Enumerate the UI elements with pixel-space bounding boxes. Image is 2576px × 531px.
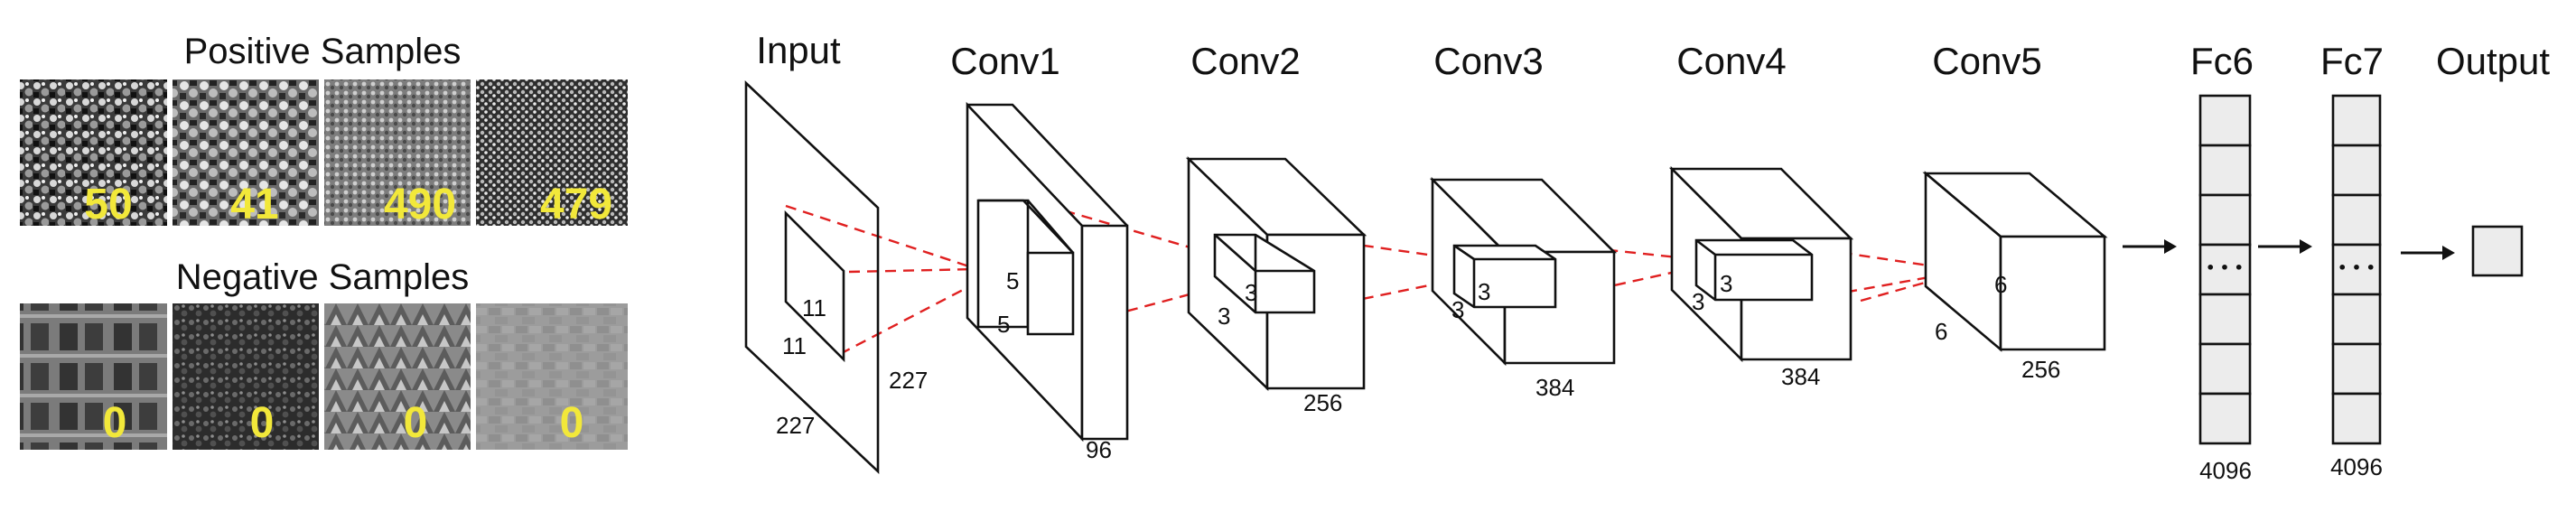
- conv3-kernel: [1452, 244, 1557, 309]
- arrow-fc7-output: [2401, 246, 2455, 260]
- conv3-kernel-label: 3: [1478, 278, 1490, 305]
- layer-conv2: Conv2 3 3 256: [1185, 40, 1367, 416]
- conv2-kernel-label: 3: [1245, 279, 1257, 306]
- conv2-depth-label: 256: [1303, 389, 1342, 416]
- arrow-conv5-fc6: [2123, 239, 2177, 254]
- conv1-back-face: [1080, 224, 1129, 441]
- positive-sample-images: [20, 79, 628, 226]
- layer-conv1: Conv1 5 5 96: [950, 40, 1129, 463]
- negative-count-2: 0: [250, 399, 275, 447]
- negative-sample-image-3: [324, 303, 471, 450]
- input-title: Input: [756, 29, 841, 71]
- input-kernel: [784, 210, 845, 363]
- input-width-label: 227: [889, 367, 928, 394]
- conv1-title: Conv1: [950, 40, 1059, 82]
- input-kernel-label: 11: [802, 294, 826, 321]
- layer-output: Output: [2436, 40, 2550, 277]
- conv1-kernel-side-label: 5: [997, 311, 1010, 338]
- conv4-kernel: [1694, 238, 1814, 302]
- input-kernel-side-label: 11: [782, 332, 807, 359]
- positive-sample-image-3: [324, 79, 471, 226]
- negative-sample-image-1: [20, 303, 167, 450]
- conv3-kernel-side-label: 3: [1451, 296, 1464, 323]
- layer-fc7: Fc7 • • • 4096: [2320, 40, 2384, 480]
- negative-sample-image-4: [476, 303, 628, 450]
- conv4-kernel-side-label: 3: [1692, 288, 1704, 315]
- fc7-column: [2331, 94, 2382, 445]
- conv1-kernel-front: [976, 199, 1030, 329]
- layer-fc6: Fc6 • • • 4096: [2190, 40, 2254, 484]
- input-plane: [744, 79, 880, 475]
- positive-sample-image-4: [476, 79, 628, 226]
- negative-sample-image-2: [173, 303, 319, 450]
- negative-samples-title: Negative Samples: [176, 257, 470, 297]
- positive-count-1: 50: [84, 181, 132, 228]
- fc7-units-label: 4096: [2330, 453, 2383, 480]
- conv4-kernel-label: 3: [1720, 270, 1732, 297]
- negative-counts: 0 0 0 0: [103, 399, 584, 447]
- arrow-fc6-fc7: [2258, 239, 2312, 254]
- conv5-size-side-label: 6: [1935, 318, 1947, 345]
- fc7-title: Fc7: [2320, 40, 2384, 82]
- positive-count-4: 479: [540, 181, 612, 228]
- conv4-depth-label: 384: [1781, 363, 1820, 390]
- conv1-depth-label: 96: [1086, 436, 1112, 463]
- layer-conv3: Conv3 3 3 384: [1429, 40, 1618, 401]
- conv1-kernel-side: [1026, 251, 1075, 336]
- input-height-label: 227: [776, 412, 815, 439]
- negative-sample-images: [20, 303, 628, 450]
- fc6-ellipsis: • • •: [2206, 259, 2244, 276]
- layer-input: Input 11 11 227 227: [744, 29, 928, 475]
- fc6-column: [2198, 94, 2252, 445]
- output-title: Output: [2436, 40, 2550, 82]
- layer-conv4: Conv4 3 3 384: [1668, 40, 1854, 390]
- conv3-title: Conv3: [1433, 40, 1543, 82]
- fc6-units-label: 4096: [2199, 457, 2252, 484]
- fc6-title: Fc6: [2190, 40, 2254, 82]
- positive-sample-image-1: [20, 79, 167, 226]
- conv5-depth-label: 256: [2021, 356, 2060, 383]
- negative-count-1: 0: [103, 399, 127, 447]
- positive-count-3: 490: [384, 181, 456, 228]
- positive-counts: 50 41 490 479: [84, 181, 612, 228]
- conv5-size-label: 6: [1994, 271, 2007, 298]
- conv4-title: Conv4: [1676, 40, 1786, 82]
- positive-count-2: 41: [230, 181, 278, 228]
- positive-samples-title: Positive Samples: [184, 32, 462, 71]
- conv2-title: Conv2: [1190, 40, 1300, 82]
- conv5-title: Conv5: [1932, 40, 2041, 82]
- negative-count-4: 0: [560, 399, 584, 447]
- conv5-main-face: [1999, 235, 2106, 351]
- output-node: [2471, 225, 2524, 277]
- positive-sample-image-2: [173, 79, 319, 226]
- fc7-ellipsis: • • •: [2338, 259, 2375, 276]
- conv1-kernel-label: 5: [1006, 267, 1019, 294]
- negative-count-3: 0: [404, 399, 428, 447]
- conv3-depth-label: 384: [1535, 374, 1574, 401]
- layer-conv5: Conv5 6 6 256: [1922, 40, 2108, 383]
- conv2-kernel-side-label: 3: [1218, 303, 1230, 330]
